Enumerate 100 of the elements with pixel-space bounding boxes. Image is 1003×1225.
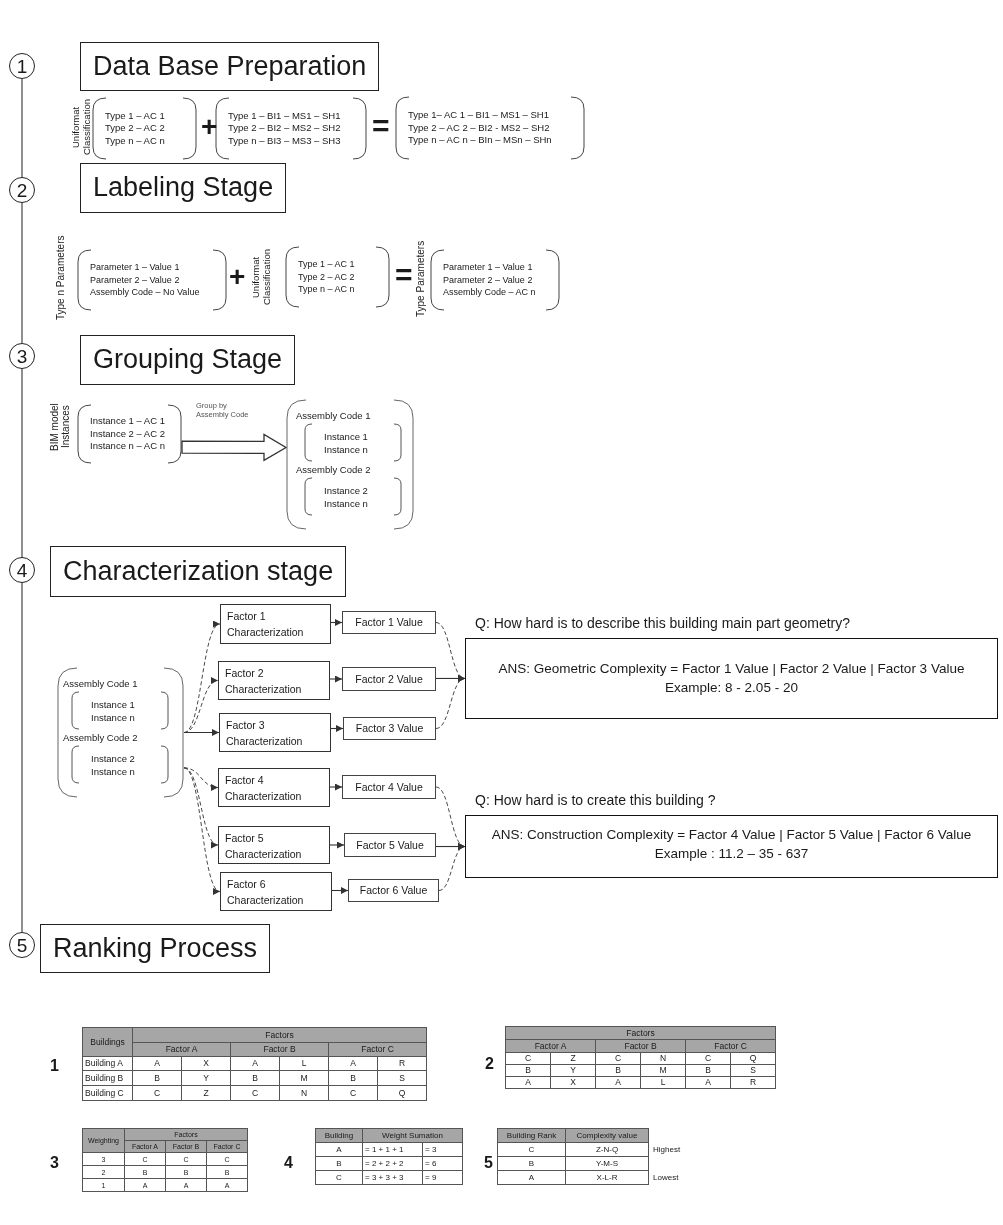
side-label: Type Parameters <box>415 239 427 320</box>
table-cell: C <box>685 1052 731 1065</box>
table-cell: = 1 + 1 + 1 <box>362 1142 423 1157</box>
arrow <box>329 841 345 849</box>
question-text: Q: How hard is to create this building ? <box>475 791 716 809</box>
instance-entry: Instance n <box>324 496 368 510</box>
step-number: 4 <box>16 560 28 580</box>
step-number: 5 <box>16 935 28 955</box>
table-cell: M <box>640 1064 686 1077</box>
instance-entry: Instance 2 <box>324 483 368 497</box>
table-cell: = 6 <box>422 1156 463 1171</box>
matrix-entry: Type n – BI3 – MS3 – SH3 <box>228 134 341 148</box>
stage-title-box <box>40 924 271 973</box>
table-cell: A <box>230 1056 280 1071</box>
matrix-entry: Parameter 1 – Value 1 <box>90 261 180 274</box>
matrix-entry: Type 1 – AC 1 <box>298 258 355 271</box>
stage-title-box <box>80 335 296 385</box>
table-cell: Z <box>550 1052 596 1065</box>
table-number: 3 <box>50 1155 59 1171</box>
side-label: Uniformat Classification <box>250 248 273 307</box>
table-cell: S <box>730 1064 776 1077</box>
value-box <box>348 879 439 902</box>
instance-group <box>296 463 402 516</box>
table-number: 1 <box>50 1058 59 1074</box>
matrix-entry: Type 2 – AC 2 <box>105 122 165 135</box>
table-cell: X <box>550 1076 596 1089</box>
bracket-matrix <box>215 97 367 160</box>
table-cell: A <box>328 1056 378 1071</box>
factor-box <box>219 713 331 752</box>
instance-entry: Instance n <box>91 764 135 778</box>
matrix-entry: Type 1 – AC 1 <box>105 109 165 123</box>
table-cell: B <box>230 1070 280 1086</box>
table-cell: B <box>685 1064 731 1077</box>
header-cell: Factors <box>132 1027 427 1043</box>
arrow <box>331 887 349 894</box>
matrix-entry: Instance 2 – AC 2 <box>90 427 165 441</box>
table-cell: C <box>230 1085 280 1101</box>
bracket-matrix <box>395 96 585 160</box>
table-cell: = 3 <box>422 1142 463 1157</box>
equals-sign: = <box>372 111 390 141</box>
step-number: 1 <box>16 56 28 76</box>
table-cell: Z <box>181 1085 231 1101</box>
matrix-entry: Parameter 2 – Value 2 <box>90 273 180 287</box>
table-cell: C <box>595 1052 641 1065</box>
stage-title: Characterization stage <box>63 556 334 587</box>
matrix-entry: Instance 1 – AC 1 <box>90 415 165 428</box>
answer-formula: ANS: Construction Complexity = Factor 4 Value | Factor 5 Value | Factor 6 Value <box>491 826 972 844</box>
table-cell: B <box>595 1064 641 1077</box>
factor-label: Factor 3 Characterization <box>226 718 304 749</box>
table-cell: Z-N-Q <box>565 1142 649 1157</box>
header-cell: Complexity value <box>565 1128 649 1143</box>
value-label: Factor 3 Value <box>355 722 424 735</box>
table-cell: A <box>505 1076 551 1089</box>
side-label: Type n Parameters <box>55 234 67 323</box>
factor-box <box>218 768 330 807</box>
block-arrow <box>181 433 288 462</box>
value-box <box>343 717 436 740</box>
arrow <box>329 675 343 683</box>
arrow <box>330 619 343 626</box>
stage-title: Labeling Stage <box>93 173 274 203</box>
group-heading: Assembly Code 1 <box>63 677 138 690</box>
table-cell: M <box>279 1070 329 1086</box>
stage-title-box <box>50 546 347 597</box>
stage-title: Ranking Process <box>53 933 258 964</box>
matrix-entry: Assembly Code – AC n <box>443 286 536 299</box>
factor-label: Factor 4 Characterization <box>225 773 303 804</box>
instance-group <box>63 731 169 784</box>
bracket-matrix <box>92 97 197 160</box>
stage-title: Grouping Stage <box>93 345 283 375</box>
table-cell: L <box>279 1056 329 1071</box>
rank-label: Highest <box>653 1144 681 1154</box>
instance-entry: Instance 1 <box>324 429 368 443</box>
table-cell: Q <box>730 1052 776 1065</box>
factor-label: Factor 1 Characterization <box>227 609 305 640</box>
header-cell: Building Rank <box>497 1128 566 1143</box>
table-cell: Building B <box>82 1070 133 1086</box>
connector-line <box>21 368 23 558</box>
factor-label: Factor 5 Characterization <box>225 831 303 862</box>
matrix-entry: Type n – AC n <box>105 134 165 148</box>
table-cell: Y <box>550 1064 596 1077</box>
matrix-entry: Assembly Code – No Value <box>90 286 200 299</box>
factor-box <box>218 661 330 700</box>
question-text: Q: How hard is to describe this building main part geometry? <box>475 614 851 632</box>
matrix-entry: Parameter 1 – Value 1 <box>443 261 533 274</box>
table-cell: Y-M-S <box>565 1156 649 1171</box>
value-label: Factor 1 Value <box>355 616 423 629</box>
bracket-matrix <box>430 249 560 311</box>
table-cell: N <box>640 1052 686 1065</box>
value-label: Factor 2 Value <box>355 672 423 686</box>
table-cell: B <box>328 1070 378 1086</box>
step-number: 2 <box>16 180 28 200</box>
table-cell: A <box>685 1076 731 1089</box>
arrow <box>330 725 344 732</box>
header-cell: Buildings <box>82 1027 133 1057</box>
table-cell: Y <box>181 1070 231 1086</box>
step-number: 3 <box>16 346 28 366</box>
table-cell: B <box>497 1156 566 1171</box>
table-cell: Building C <box>82 1085 133 1101</box>
table-number: 5 <box>484 1155 493 1171</box>
bracket-matrix <box>77 249 227 311</box>
